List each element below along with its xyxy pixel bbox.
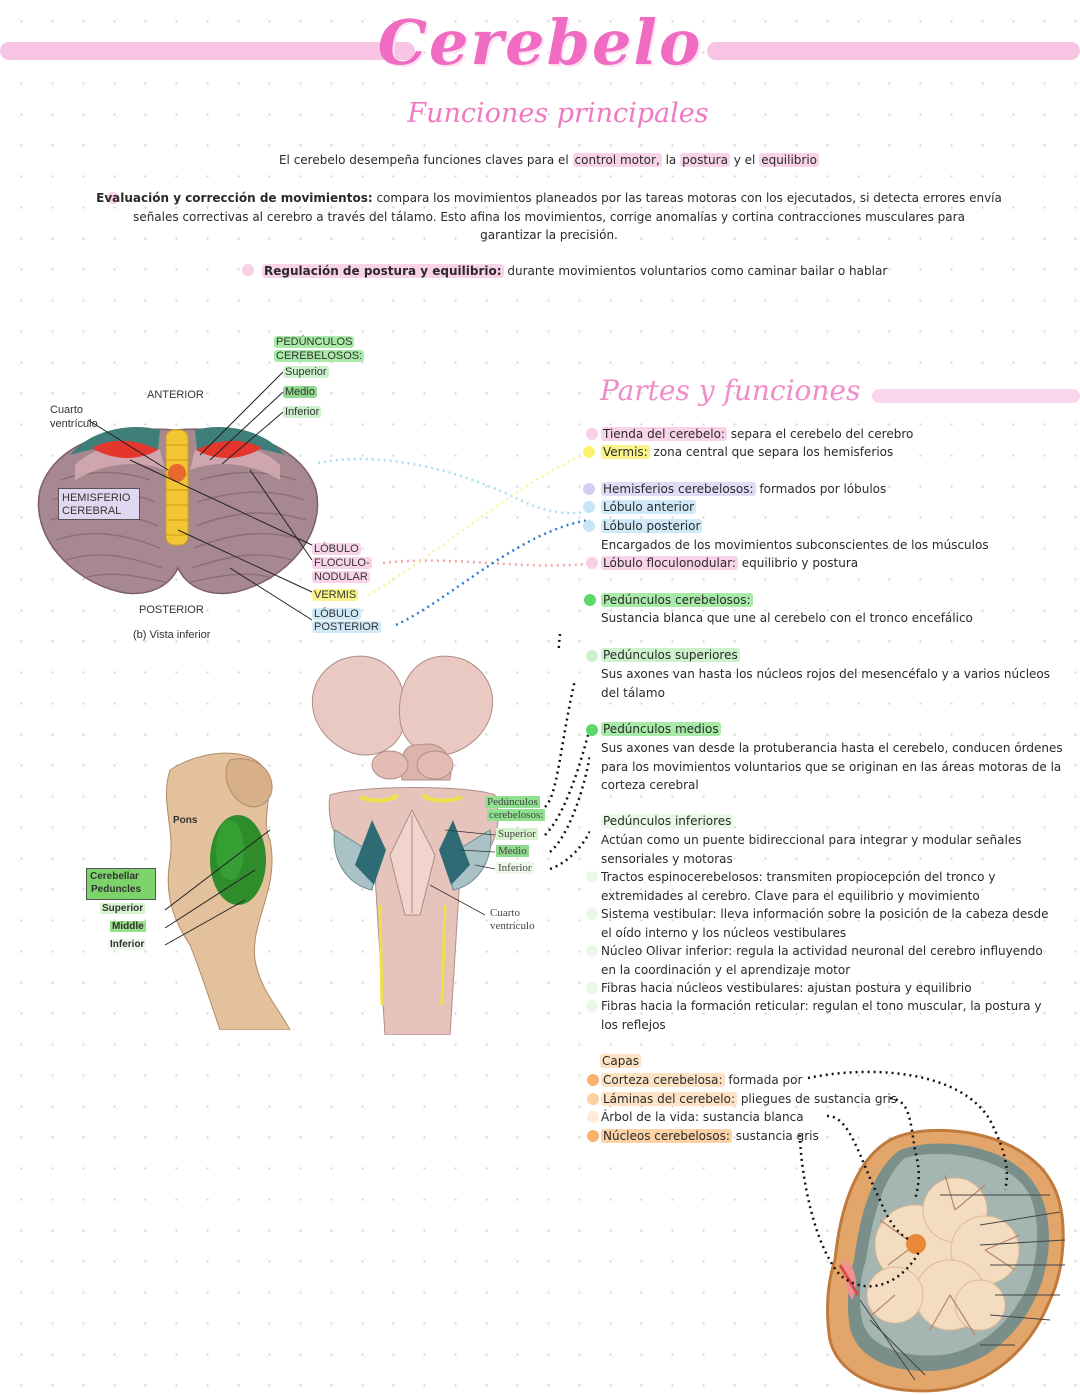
- label-hemisferio-2: CEREBRAL: [62, 505, 122, 517]
- label-vermis: VERMIS: [312, 589, 359, 601]
- item-ped-superiores-def: Sus axones van hasta los núcleos rojos d…: [601, 667, 1051, 700]
- item-lobulo-anterior: Lóbulo anterior: [601, 500, 697, 514]
- brainstem-posterior-diagram: [312, 655, 590, 1035]
- label-bs-superior: Superior: [496, 828, 538, 840]
- cerebellum-inferior-diagram: [37, 371, 591, 650]
- item-laminas: Láminas del cerebelo: pliegues de sustan…: [601, 1092, 897, 1106]
- label-lobulo-floc-1: LÓBULO: [312, 543, 361, 555]
- item-tienda: Tienda del cerebelo: separa el cerebelo …: [601, 427, 914, 441]
- label-lobulo-post-1: LÓBULO: [312, 608, 361, 620]
- label-pedunculos-2: CEREBELOSOS:: [274, 350, 365, 362]
- item-ped-inferiores-def: Actúan como un puente bidireccional para…: [601, 833, 1022, 866]
- bullet-nucleos: [587, 1130, 599, 1142]
- bullet-hemisferios: [583, 483, 595, 495]
- item-vestibular: Sistema vestibular: lleva información so…: [601, 907, 1049, 940]
- label-hemisferio-1: HEMISFERIO: [62, 492, 131, 504]
- item-tractos: Tractos espinocerebelosos: transmiten pr…: [601, 870, 996, 903]
- label-cerebellar-2: Peduncles: [91, 884, 142, 895]
- bullet-arbol: [587, 1111, 599, 1123]
- bullet-tractos: [586, 871, 598, 883]
- title-decoration-left: [0, 42, 415, 60]
- label-lobulo-post-2: POSTERIOR: [312, 621, 381, 633]
- bullet-vestibular: [586, 908, 598, 920]
- function-bullet-1: [107, 192, 119, 204]
- function-bullet-2: [242, 264, 254, 276]
- label-lat-superior: Superior: [100, 903, 146, 914]
- label-lat-inferior: Inferior: [108, 939, 147, 950]
- function-regulacion: Regulación de postura y equilibrio: dura…: [262, 264, 888, 278]
- item-ped-medios: Pedúnculos medios: [601, 722, 721, 736]
- bullet-pedunculos: [584, 594, 596, 606]
- label-anterior: ANTERIOR: [147, 389, 204, 401]
- item-fibras-vest: Fibras hacia núcleos vestibulares: ajust…: [601, 981, 972, 995]
- capas-title: Capas: [600, 1054, 641, 1068]
- cerebellar-peduncles-box: [86, 868, 156, 900]
- item-olivar: Núcleo Olivar inferior: regula la activi…: [601, 944, 1043, 977]
- bullet-fibras-ret: [586, 1000, 598, 1012]
- label-bs-pedunculos-1: Pedúnculos: [485, 796, 540, 808]
- label-ped-medio: Medio: [283, 386, 317, 398]
- intro-line: El cerebelo desempeña funciones claves p…: [278, 153, 820, 167]
- label-cuarto-2: ventrículo: [50, 418, 98, 430]
- label-posterior: POSTERIOR: [139, 604, 204, 616]
- item-pedunculos-def: Sustancia blanca que une al cerebelo con…: [601, 611, 973, 625]
- item-arbol: Árbol de la vida: sustancia blanca: [601, 1110, 804, 1124]
- item-encargados: Encargados de los movimientos subconscie…: [601, 538, 989, 552]
- item-ped-medios-def: Sus axones van desde la protuberancia ha…: [601, 741, 1063, 792]
- bullet-lobulo-posterior: [583, 520, 595, 532]
- function-evaluacion: Evaluación y corrección de movimientos: …: [96, 191, 1002, 242]
- page-title: Cerebelo: [377, 6, 703, 79]
- bullet-ped-superiores: [586, 650, 598, 662]
- label-hemisferio-box: [58, 488, 140, 520]
- item-pedunculos: Pedúnculos cerebelosos:: [601, 593, 753, 607]
- bullet-laminas: [587, 1093, 599, 1105]
- page-subtitle: Funciones principales: [407, 98, 709, 129]
- item-floculonodular: Lóbulo floculonodular: equilibrio y post…: [601, 556, 859, 570]
- bullet-lobulo-anterior: [583, 501, 595, 513]
- label-cerebellar-1: Cerebellar: [90, 871, 139, 882]
- cerebellum-sagittal-diagram: [798, 1070, 1066, 1393]
- label-bs-pedunculos-2: cerebelosos:: [487, 809, 546, 821]
- bullet-vermis: [583, 446, 595, 458]
- bullet-tienda: [586, 428, 598, 440]
- label-cuarto-1: Cuarto: [50, 404, 84, 416]
- label-pons: Pons: [173, 815, 198, 826]
- label-lobulo-floc-2: FLOCULO-: [312, 557, 372, 569]
- diagram-caption: (b) Vista inferior: [133, 629, 211, 641]
- section-title-partes: Partes y funciones: [600, 374, 861, 407]
- label-bs-cuarto-2: ventrículo: [490, 920, 535, 932]
- bullet-corteza: [587, 1074, 599, 1086]
- item-lobulo-posterior: Lóbulo posterior: [601, 519, 703, 533]
- partes-title-bar: [872, 389, 1080, 403]
- bullet-floculonodular: [586, 557, 598, 569]
- label-bs-cuarto-1: Cuarto: [490, 907, 520, 919]
- label-lobulo-floc-3: NODULAR: [312, 571, 370, 583]
- label-pedunculos-1: PEDÚNCULOS: [274, 336, 355, 348]
- title-decoration-right: [707, 42, 1080, 60]
- item-fibras-ret: Fibras hacia la formación reticular: reg…: [601, 999, 1042, 1032]
- bullet-ped-medios: [586, 724, 598, 736]
- label-lat-middle: Middle: [110, 921, 146, 932]
- label-ped-superior: Superior: [283, 366, 329, 378]
- item-ped-inferiores: Pedúnculos inferiores: [601, 814, 734, 828]
- label-ped-inferior: Inferior: [283, 406, 322, 418]
- item-ped-superiores: Pedúnculos superiores: [601, 648, 740, 662]
- item-vermis: Vermis: zona central que separa los hemi…: [601, 445, 894, 459]
- bullet-olivar: [586, 945, 598, 957]
- item-corteza: Corteza cerebelosa: formada por: [601, 1073, 803, 1087]
- bullet-fibras-vest: [586, 982, 598, 994]
- label-bs-inferior: Inferior: [496, 862, 534, 874]
- brainstem-lateral-diagram: [164, 752, 291, 1030]
- label-bs-medio: Medio: [496, 845, 529, 857]
- item-nucleos: Núcleos cerebelosos: sustancia gris: [601, 1129, 819, 1143]
- item-hemisferios: Hemisferios cerebelosos: formados por ló…: [601, 482, 887, 496]
